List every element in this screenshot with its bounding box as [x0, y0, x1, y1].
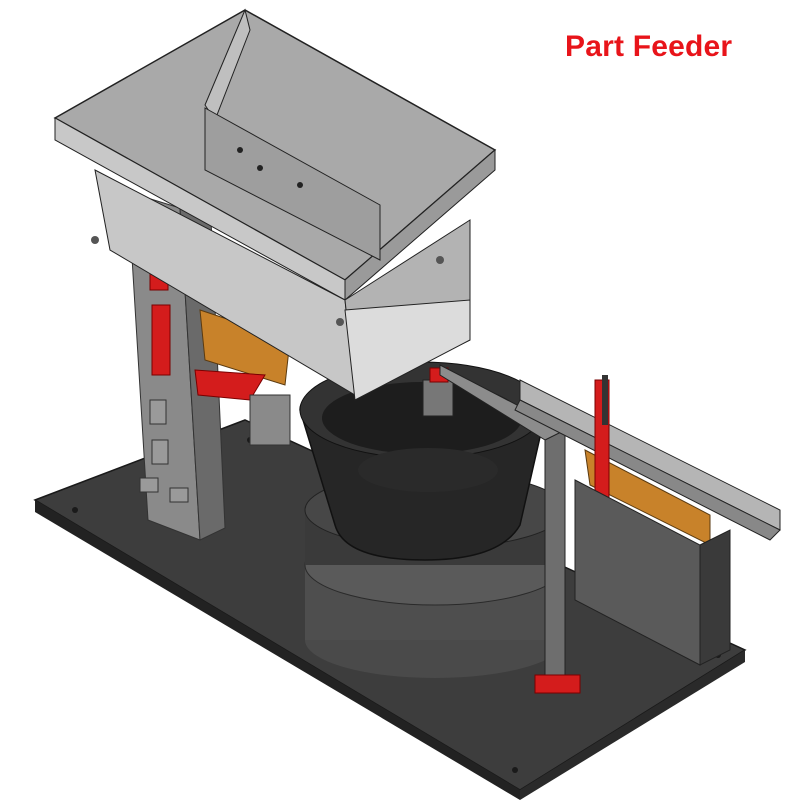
hopper-drive	[194, 309, 291, 446]
sensor-unit	[422, 367, 454, 417]
linear-rail	[514, 375, 781, 666]
gantry-post	[439, 364, 581, 694]
part-feeder-title: Part Feeder	[565, 30, 733, 63]
hopper	[53, 8, 497, 401]
